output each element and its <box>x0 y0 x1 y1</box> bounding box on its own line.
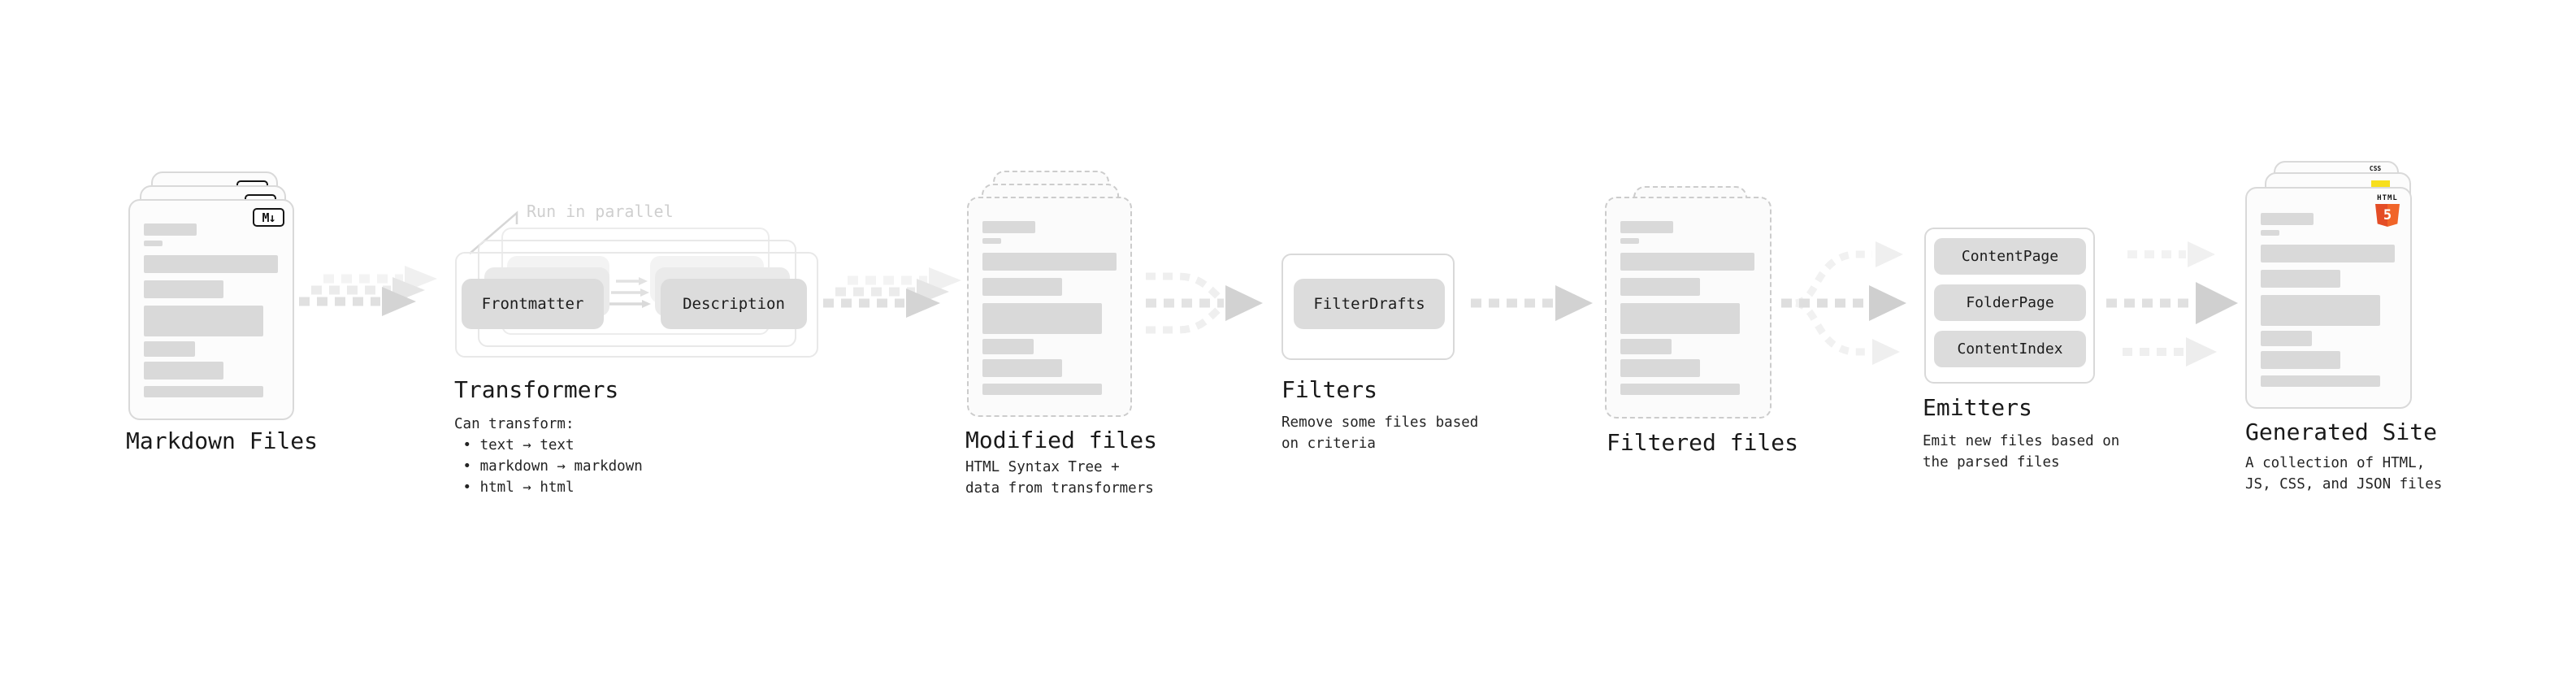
skeleton-line <box>1620 278 1700 296</box>
html5-icon-shield: 5 <box>2375 204 2400 227</box>
skeleton-line <box>2261 245 2395 262</box>
css-icon-label: CSS <box>2369 165 2382 172</box>
stage-label-modified-files: Modified files <box>965 427 1158 453</box>
skeleton-line <box>1620 221 1673 233</box>
stage-label-filters: Filters <box>1281 376 1378 403</box>
description-line: • markdown → markdown <box>454 458 643 475</box>
skeleton-line <box>1620 238 1639 244</box>
description-line: on criteria <box>1281 436 1376 452</box>
stage-label-emitters: Emitters <box>1923 394 2032 421</box>
description-line: Remove some files based <box>1281 414 1479 431</box>
description-line: • html → html <box>454 479 575 496</box>
transformer-box <box>455 252 818 358</box>
skeleton-line <box>982 278 1062 296</box>
html5-icon: HTML 5 <box>2371 194 2404 227</box>
skeleton-line <box>2261 331 2312 346</box>
skeleton-line <box>982 359 1062 377</box>
filters-description: Remove some files based on criteria <box>1281 412 1478 454</box>
generated-site-description: A collection of HTML, JS, CSS, and JSON … <box>2245 453 2442 495</box>
stage-label-transformers: Transformers <box>454 376 619 403</box>
description-line: Can transform: <box>454 416 575 432</box>
skeleton-line <box>982 339 1034 354</box>
skeleton-line <box>2261 230 2279 236</box>
emitters-description: Emit new files based on the parsed files <box>1923 431 2119 473</box>
skeleton-line <box>2261 351 2340 369</box>
skeleton-line <box>144 223 197 236</box>
arrow-icon-filtered-to-emitters <box>1781 241 1906 365</box>
parallel-arrows-icon <box>609 277 651 308</box>
skeleton-line <box>982 238 1001 244</box>
stage-label-generated-site: Generated Site <box>2245 419 2438 445</box>
file-card <box>967 197 1132 417</box>
pill-contentindex: ContentIndex <box>1934 331 2086 367</box>
skeleton-line <box>1620 359 1700 377</box>
transformers-description: Can transform: • text → text • markdown … <box>454 414 643 498</box>
skeleton-line <box>144 341 195 357</box>
html5-icon-word: HTML <box>2377 194 2398 202</box>
skeleton-line <box>1620 384 1740 395</box>
pill-frontmatter: Frontmatter <box>462 279 604 329</box>
description-line: Emit new files based on <box>1923 433 2120 449</box>
skeleton-line <box>2261 270 2340 288</box>
skeleton-line <box>2261 213 2314 225</box>
skeleton-line <box>1620 339 1672 354</box>
description-line: HTML Syntax Tree + <box>965 459 1120 475</box>
javascript-icon <box>2371 180 2390 189</box>
skeleton-line <box>144 306 263 336</box>
file-card <box>1605 197 1772 419</box>
description-line: the parsed files <box>1923 454 2060 471</box>
pill-description: Description <box>661 279 807 329</box>
description-line: data from transformers <box>965 480 1154 497</box>
skeleton-line <box>2261 295 2380 326</box>
skeleton-line <box>144 386 263 397</box>
skeleton-line <box>144 241 163 246</box>
skeleton-line <box>1620 303 1740 334</box>
run-in-parallel-annotation: Run in parallel <box>527 202 674 221</box>
html5-icon-number: 5 <box>2383 207 2392 223</box>
stage-label-markdown-files: Markdown Files <box>126 427 319 454</box>
arrow-icon-modified-to-filters <box>1146 272 1263 334</box>
file-card: HTML 5 <box>2245 187 2412 409</box>
description-line: A collection of HTML, <box>2245 455 2426 471</box>
skeleton-line <box>982 221 1035 233</box>
description-line: JS, CSS, and JSON files <box>2245 476 2443 492</box>
stage-label-filtered-files: Filtered files <box>1607 429 1799 456</box>
pill-filterdrafts: FilterDrafts <box>1294 279 1445 329</box>
skeleton-line <box>1620 253 1754 271</box>
skeleton-line <box>144 362 223 380</box>
modified-files-description: HTML Syntax Tree + data from transformer… <box>965 457 1154 499</box>
skeleton-line <box>2261 375 2380 387</box>
skeleton-line <box>144 280 223 298</box>
skeleton-line <box>982 253 1117 271</box>
arrow-icon-filters-to-filtered <box>1471 285 1593 321</box>
description-line: • text → text <box>454 437 575 453</box>
arrow-icon-markdown-to-transformers <box>299 266 437 316</box>
skeleton-line <box>144 255 278 273</box>
arrow-icon-emitters-to-generated <box>2106 241 2238 367</box>
markdown-icon: M↓ <box>253 208 284 227</box>
pill-folderpage: FolderPage <box>1934 284 2086 321</box>
skeleton-line <box>982 303 1102 334</box>
arrow-icon-transformers-to-modified <box>823 267 961 318</box>
file-card: M↓ <box>128 199 294 420</box>
skeleton-line <box>982 384 1102 395</box>
pill-contentpage: ContentPage <box>1934 238 2086 275</box>
